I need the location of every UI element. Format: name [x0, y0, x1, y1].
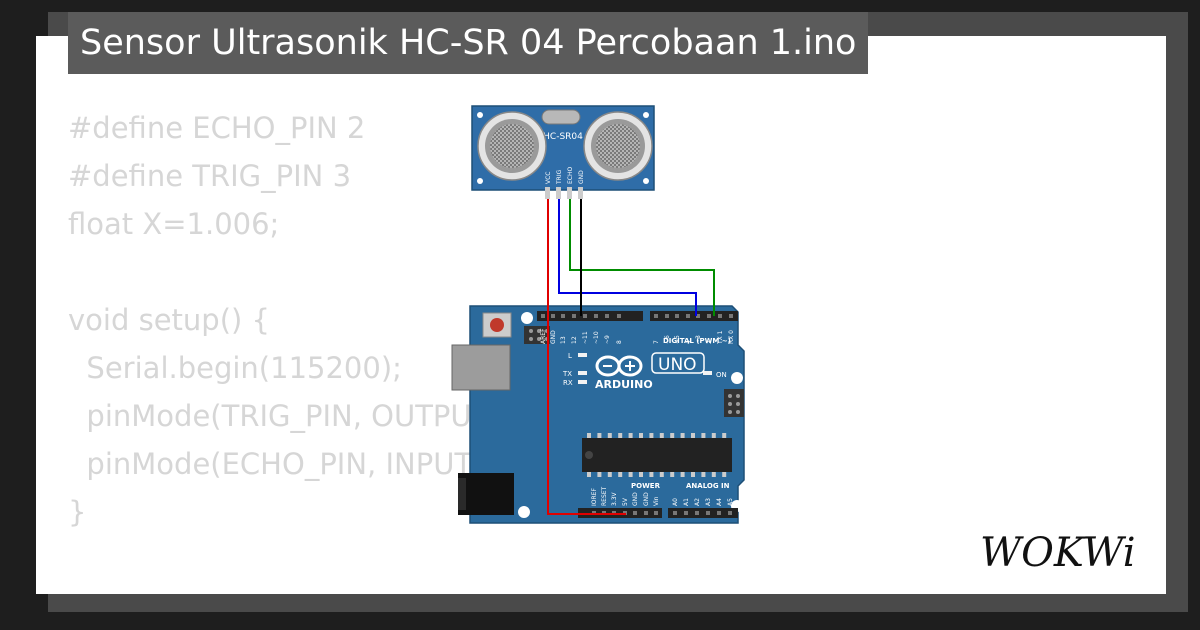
code-line: #define TRIG_PIN 3 [68, 159, 352, 193]
digital-pin-label: 13 [560, 336, 567, 344]
power-pin-label: GND [643, 492, 650, 506]
digital-pin-label: 12 [571, 336, 578, 344]
digital-pin-label: ~11 [582, 331, 589, 344]
sensor-pin-label: GND [578, 170, 585, 184]
wires [547, 199, 715, 515]
sensor-pin-label: TRIG [556, 169, 563, 185]
project-title: Sensor Ultrasonik HC-SR 04 Percobaan 1.i… [80, 23, 857, 63]
svg-text:ON: ON [716, 371, 727, 379]
digital-pin-label: ~3 [695, 335, 702, 344]
title-bar: Sensor Ultrasonik HC-SR 04 Percobaan 1.i… [68, 12, 869, 74]
sensor-label: HC-SR04 [543, 132, 583, 142]
power-pin-label: 5V [622, 497, 629, 506]
digital-header-left [537, 311, 643, 321]
analog-pin-label: A0 [672, 498, 679, 506]
digital-pin-holes [541, 314, 733, 318]
wire-echo [569, 199, 715, 316]
transducer-left [477, 111, 547, 181]
wokwi-logo: WOKWi [980, 530, 1136, 576]
arduino-model: UNO [658, 355, 697, 375]
digital-pin-label: AREF [540, 328, 547, 344]
power-pin-label: RESET [601, 486, 608, 506]
digital-pin-label: RX 0 [728, 330, 735, 344]
digital-pin-label: 4 [685, 340, 692, 344]
power-pin-label: 3.3V [611, 491, 618, 506]
digital-pin-label: ~5 [674, 335, 681, 344]
svg-text:L: L [568, 352, 572, 360]
digital-header-right [650, 311, 738, 321]
analog-header [668, 508, 738, 518]
digital-pin-label: TX 1 [717, 330, 724, 345]
svg-text:RX: RX [563, 379, 573, 387]
status-leds: L TX RX ON [562, 352, 727, 387]
arduino-logo: ARDUINO UNO [595, 352, 705, 391]
power-pin-label: IOREF [591, 488, 598, 506]
digital-pin-label: 2 [706, 340, 713, 344]
code-line: void setup() { [68, 303, 270, 337]
power-pin-label: GND [632, 492, 639, 506]
sensor-pin-label: VCC [545, 172, 552, 184]
sensor-pin-label: ECHO [567, 167, 574, 184]
wire-trig [558, 199, 697, 316]
code-line: float X=1.006; [68, 207, 280, 241]
analog-pin-label: A4 [716, 498, 723, 506]
sensor-pin-labels: VCC TRIG ECHO GND [545, 167, 585, 185]
digital-pin-label: GND [550, 330, 557, 344]
wire-vcc [547, 199, 626, 515]
analog-pin-label: A5 [727, 498, 734, 506]
wokwi-logo-text: WOKWi [980, 530, 1136, 576]
power-pin-label: Vin [653, 496, 660, 506]
analog-pin-label: A2 [694, 498, 701, 506]
usb-connector [451, 344, 511, 391]
code-line: float readDistanceCM() { [68, 584, 510, 594]
power-label: POWER [631, 482, 661, 490]
code-line: Serial.begin(115200); [68, 351, 402, 385]
hc-sr04-sensor[interactable]: HC-SR04 VCC TRIG ECHO GND [471, 105, 655, 199]
svg-text:TX: TX [562, 370, 572, 378]
digital-pin-label: 8 [616, 340, 623, 344]
digital-pin-label: ~10 [593, 331, 600, 344]
analog-label: ANALOG IN [686, 482, 730, 490]
crystal-oscillator [541, 109, 581, 125]
analog-pin-label: A3 [705, 498, 712, 506]
arduino-brand: ARDUINO [595, 378, 653, 391]
digital-pin-label: ~9 [604, 335, 611, 344]
reset-button[interactable] [482, 312, 512, 338]
atmega-chip [582, 433, 732, 477]
transducer-right [583, 111, 653, 181]
code-line: } [68, 495, 87, 529]
power-jack [458, 473, 514, 515]
icsp-header-right [724, 389, 744, 417]
digital-label: DIGITAL (PWM ~) [663, 337, 731, 345]
code-listing: #define ECHO_PIN 2 #define TRIG_PIN 3 floa… [68, 104, 510, 594]
analog-pin-label: A1 [683, 498, 690, 506]
code-line: #define ECHO_PIN 2 [68, 111, 366, 145]
code-line: pinMode(TRIG_PIN, OUTPUT); [68, 399, 511, 433]
digital-pin-label: ~6 [664, 335, 671, 344]
digital-pin-label: 7 [653, 340, 660, 344]
sensor-pins [545, 187, 583, 199]
